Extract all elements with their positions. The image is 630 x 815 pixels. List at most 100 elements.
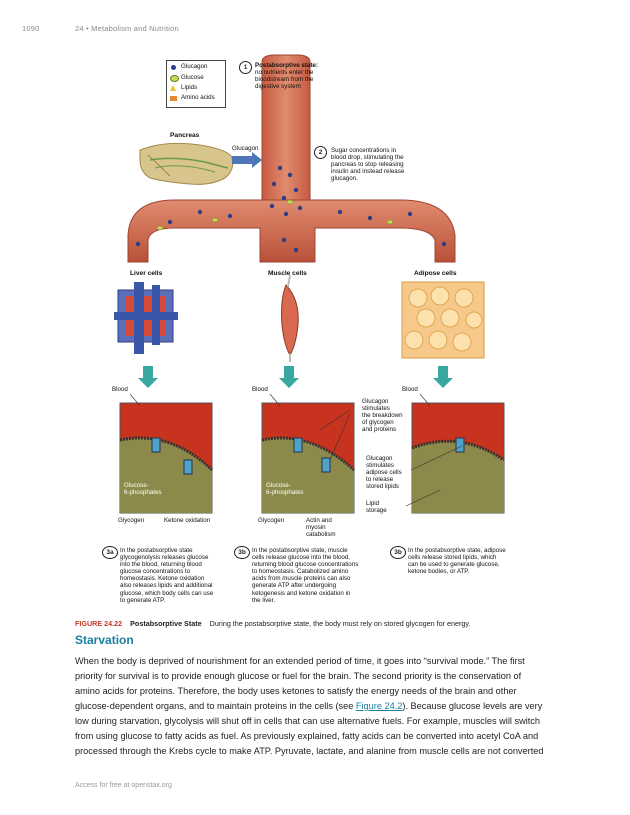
down-arrows — [138, 366, 453, 388]
callout-line: Actin and — [306, 517, 332, 524]
step2-line: insulin and instead release — [331, 168, 405, 176]
step3b-line: ketogenesis and ketone oxidation in — [252, 589, 351, 597]
pancreas-label: Pancreas — [170, 132, 200, 139]
liver-cells-label: Liver cells — [130, 270, 163, 277]
step3a-line: to generate ATP. — [120, 596, 166, 604]
callout-line: and proteins — [362, 426, 397, 434]
step3a-number: 3a — [102, 546, 118, 559]
glucagon-arrow-label: Glucagon — [232, 145, 259, 152]
callout-line: myosin — [306, 524, 326, 531]
step3c-text: In the postabsorptive state, adipose cel… — [408, 547, 543, 575]
step3b-line: generate ATP after undergoing — [252, 582, 337, 590]
step1-number: 1 — [239, 61, 252, 74]
glucagon-arrow-shape — [232, 152, 262, 168]
step3c-line: ketone bodies, or ATP. — [408, 568, 470, 576]
step3b-line: to homeostasis. Catabolized amino — [252, 568, 349, 576]
legend-amino-acids: Amino acids — [181, 94, 215, 101]
step2-callout: Sugar concentrations in blood drop, stim… — [331, 147, 431, 182]
adipose-cell-zoom — [411, 402, 505, 514]
step2-line: pancreas to stop releasing — [331, 161, 404, 169]
step3a-text: In the postabsorptive state glycogenolys… — [120, 547, 245, 604]
callout-line: of glycogen — [362, 419, 394, 427]
footer-text: Access for free at openstax.org — [75, 782, 172, 789]
step3b-line: the liver. — [252, 596, 276, 604]
muscle-cell-zoom — [261, 402, 356, 514]
vessel-horizontal — [127, 199, 456, 263]
callout-line: adipose cells — [366, 469, 402, 477]
pointer-lines — [129, 393, 463, 507]
actin-myosin-label: Actin and myosin catabolism — [306, 517, 336, 538]
callout-line: the breakdown — [362, 412, 403, 420]
step3c-line: cells release stored lipids, which — [408, 554, 497, 562]
step1-callout: Postabsorptive state: no nutrients enter… — [255, 62, 355, 90]
glucagon-legend-icon — [171, 65, 176, 70]
step3a-line: glucose, which body cells can use — [120, 589, 214, 597]
step3b-line: returning blood glucose concentrations — [252, 561, 359, 569]
callout-line: storage — [366, 507, 387, 515]
amino-acid-legend-icon — [170, 96, 177, 101]
running-header: 24 • Metabolism and Nutrition — [75, 24, 179, 33]
body-paragraph: When the body is deprived of nourishment… — [75, 654, 545, 759]
figure-number: FIGURE 24.22 — [75, 619, 123, 628]
step3b-line: acids from muscle proteins can also — [252, 575, 351, 583]
callout-line: 6-phosphates — [266, 489, 304, 496]
callout-line: Glucagon — [366, 455, 393, 462]
glucagon-breakdown-callout: Glucagon stimulates the breakdown of gly… — [362, 398, 414, 433]
step1-line: no nutrients enter the — [255, 69, 314, 77]
step3c-line: In the postabsorptive state, adipose — [408, 547, 506, 554]
ketone-oxidation-label: Ketone oxidation — [164, 517, 211, 524]
callout-line: 6-phosphates — [124, 489, 162, 496]
step2-line: glucagon. — [331, 175, 358, 183]
figure-link[interactable]: Figure 24.2 — [355, 701, 403, 711]
adipose-cells-label: Adipose cells — [414, 270, 457, 277]
blood-label-adipose: Blood — [402, 386, 418, 393]
legend-glucose: Glucose — [181, 74, 204, 81]
pancreas-illustration — [139, 142, 234, 185]
postabsorptive-figure — [114, 54, 505, 514]
blood-label-liver: Blood — [112, 386, 128, 393]
step3c-line: can be used to generate glucose, — [408, 561, 500, 569]
step2-number: 2 — [314, 146, 327, 159]
callout-line: Glucagon — [362, 398, 389, 405]
muscle-cell-illustration — [281, 274, 299, 362]
callout-line: Glucose- — [266, 482, 291, 489]
step2-line: blood drop, stimulating the — [331, 154, 404, 162]
step3a-line: glycogenolysis releases glucose — [120, 554, 209, 562]
adipose-stimulation-callout: Glucagon stimulates adipose cells to rel… — [366, 455, 412, 490]
callout-line: to release — [366, 476, 394, 484]
step3b-text: In the postabsorptive state, muscle cell… — [252, 547, 392, 604]
glucose6p-muscle: Glucose- 6-phosphates — [266, 482, 304, 496]
step1-line: digestive system — [255, 83, 301, 91]
callout-line: stimulates — [362, 405, 390, 413]
step3a-line: In the postabsorptive state — [120, 547, 193, 554]
callout-line: Glucose- — [124, 482, 149, 489]
glucose6p-liver: Glucose- 6-phosphates — [124, 482, 162, 496]
vessel-vertical — [261, 54, 311, 201]
figure-caption-text: During the postabsorptive state, the bod… — [209, 619, 471, 628]
step3c-number: 3b — [390, 546, 406, 559]
liver-cell-illustration — [114, 282, 178, 354]
blood-particles — [135, 165, 447, 253]
blood-label-muscle: Blood — [252, 386, 268, 393]
step1-line: bloodstream from the — [255, 76, 314, 84]
step3a-line: into the blood, returning blood — [120, 561, 202, 569]
glucose-legend-icon — [170, 75, 179, 82]
legend-glucagon: Glucagon — [181, 63, 208, 70]
callout-line: Lipid — [366, 500, 380, 507]
page-number: 1090 — [22, 24, 40, 33]
liver-cell-zoom — [119, 402, 214, 514]
step3b-number: 3b — [234, 546, 250, 559]
step3a-line: homeostasis. Ketone oxidation — [120, 575, 205, 583]
step3a-line: also releases lipids and additional — [120, 582, 213, 590]
step2-line: Sugar concentrations in — [331, 147, 397, 154]
lipid-legend-icon — [170, 85, 176, 91]
lipid-storage-label: Lipid storage — [366, 500, 387, 514]
adipose-tissue-illustration — [401, 281, 485, 359]
glycogen-label-liver: Glycogen — [118, 517, 145, 524]
callout-line: catabolism — [306, 531, 336, 538]
legend-lipids: Lipids — [181, 84, 198, 91]
section-title: Starvation — [75, 633, 134, 647]
legend: Glucagon Glucose Lipids Amino acids — [166, 60, 226, 108]
callout-line: stimulates — [366, 462, 394, 470]
